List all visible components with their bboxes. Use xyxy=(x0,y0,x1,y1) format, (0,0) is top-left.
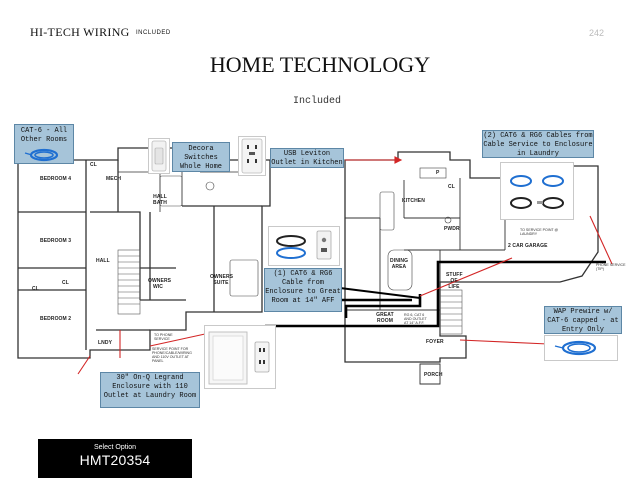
room-powder: PWDR xyxy=(444,226,460,232)
note-to-service-point: TO SERVICE POINT @ LAUNDRY xyxy=(520,228,559,236)
callout-wap-prewire: WAP Prewire w/ CAT-6 capped - at Entry O… xyxy=(544,306,622,334)
cable-coil-icon xyxy=(24,148,59,162)
room-closet: CL xyxy=(90,162,97,168)
page-number: 242 xyxy=(588,28,604,38)
room-owners-wic: OWNERS WIC xyxy=(148,278,172,290)
room-hall: HALL xyxy=(96,258,110,264)
usb-outlet-icon xyxy=(241,138,263,174)
room-laundry: LNDY xyxy=(98,340,113,346)
great-room-cable-photo xyxy=(268,226,340,266)
room-pantry: P xyxy=(436,170,440,176)
callout-decora-switches: Decora Switches Whole Home xyxy=(172,142,230,172)
enclosure-icon xyxy=(208,331,270,385)
cable-plate-icon xyxy=(276,230,332,260)
usb-outlet-photo xyxy=(238,136,266,176)
room-dining: DINING AREA xyxy=(390,258,409,270)
room-stuff-of-life: STUFF OF LIFE xyxy=(446,272,463,290)
note-phone-service: PHONE SERVICE (TIP) xyxy=(596,263,626,271)
cables-photo xyxy=(500,162,574,220)
page-subtitle: Included xyxy=(292,96,341,107)
room-great-room: GREAT ROOM xyxy=(376,312,394,324)
room-hall-bath: HALL BATH xyxy=(153,194,167,206)
callout-cables-laundry: (2) CAT6 & RG6 Cables from Cable Service… xyxy=(482,130,594,158)
room-mech: MECH xyxy=(106,176,122,182)
select-option-box: Select Option HMT20354 xyxy=(38,439,192,478)
room-closet: CL xyxy=(448,184,455,190)
room-bedroom-2: BEDROOM 2 xyxy=(40,316,72,322)
callout-usb-outlet: USB Leviton Outlet in Kitchen xyxy=(270,148,344,168)
included-tag: INCLUDED xyxy=(136,30,171,36)
room-bedroom-4: BEDROOM 4 xyxy=(40,176,72,182)
wap-cable-photo xyxy=(544,335,618,361)
cable-coil-icon xyxy=(554,340,597,356)
callout-cat6-other-rooms: CAT-6 - All Other Rooms xyxy=(14,124,74,164)
callout-text: CAT-6 - All Other Rooms xyxy=(20,127,68,144)
room-kitchen: KITCHEN xyxy=(402,198,425,204)
enclosure-photo xyxy=(204,325,276,389)
callout-cat6-rg6-great-room: (1) CAT6 & RG6 Cable from Enclosure to G… xyxy=(264,268,342,312)
room-garage: 2 CAR GARAGE xyxy=(508,243,548,249)
switch-icon xyxy=(151,140,167,172)
select-option-label: Select Option xyxy=(93,444,137,451)
callout-onq-enclosure: 30" On-Q Legrand Enclosure with 110 Outl… xyxy=(100,372,200,408)
room-porch: PORCH xyxy=(424,372,443,378)
note-to-phone: TO PHONE SERVICE xyxy=(154,333,173,341)
brand-title: HI-TECH WIRING xyxy=(30,25,130,39)
note-rg6-outlet: RG 6, CAT 6 AND OUTLET AT 14" A.F.F. xyxy=(404,313,427,325)
note-service-point: SERVICE POINT FOR PHONE/CABLE/WIRING AND… xyxy=(152,347,192,363)
room-closet: CL xyxy=(62,280,69,286)
room-closet: CL xyxy=(32,286,39,292)
room-foyer: FOYER xyxy=(426,339,444,345)
option-code: HMT20354 xyxy=(79,452,151,468)
switch-photo xyxy=(148,138,170,174)
room-bedroom-3: BEDROOM 3 xyxy=(40,238,72,244)
page-title: HOME TECHNOLOGY xyxy=(209,52,431,77)
cable-bundle-icon xyxy=(510,175,564,209)
room-owners-suite: OWNERS SUITE xyxy=(210,274,234,286)
